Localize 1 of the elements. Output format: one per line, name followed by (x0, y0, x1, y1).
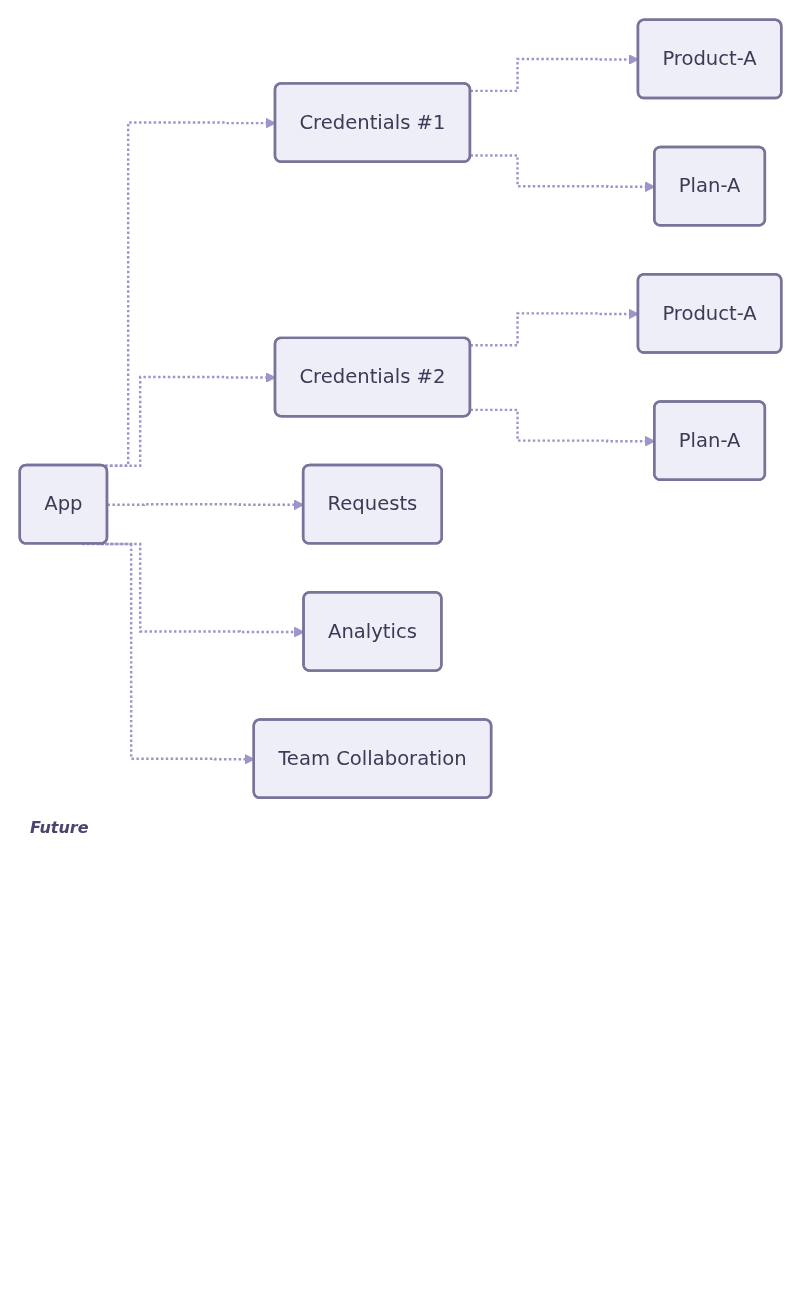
note-label: Future (30, 817, 89, 837)
